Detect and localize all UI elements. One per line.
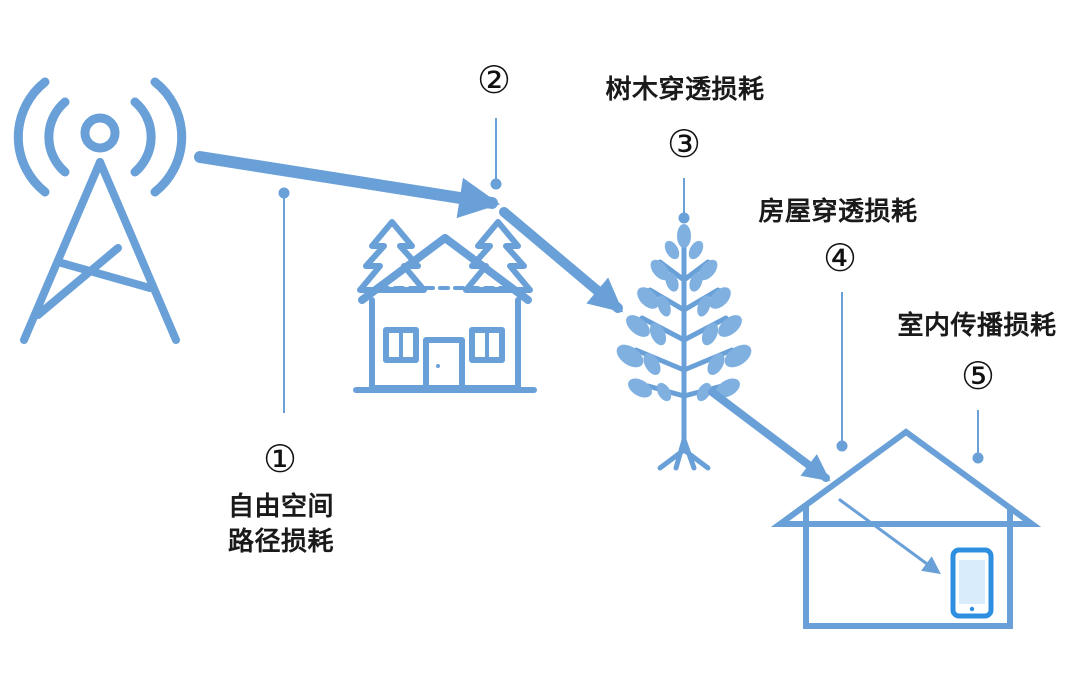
step-4-label: 房屋穿透损耗	[758, 197, 918, 227]
house-with-trees-icon	[353, 219, 537, 393]
house-outline-icon	[770, 428, 1042, 629]
step-3-number: ③	[666, 122, 702, 166]
signal-tower-icon	[13, 77, 187, 344]
leader-lines	[278, 118, 984, 464]
step-1-number: ①	[262, 437, 298, 481]
tree-icon	[616, 224, 752, 471]
step-3-label: 树木穿透损耗	[605, 75, 765, 105]
step-4-number: ④	[822, 236, 858, 280]
step-5-label: 室内传播损耗	[897, 311, 1057, 341]
signal-path	[194, 151, 941, 575]
smartphone-icon	[950, 547, 994, 619]
step-2-number: ②	[476, 58, 512, 102]
step-5-number: ⑤	[960, 354, 996, 398]
step-1-label-line2: 路径损耗	[227, 527, 335, 557]
step-1-label-line1: 自由空间	[227, 492, 335, 522]
